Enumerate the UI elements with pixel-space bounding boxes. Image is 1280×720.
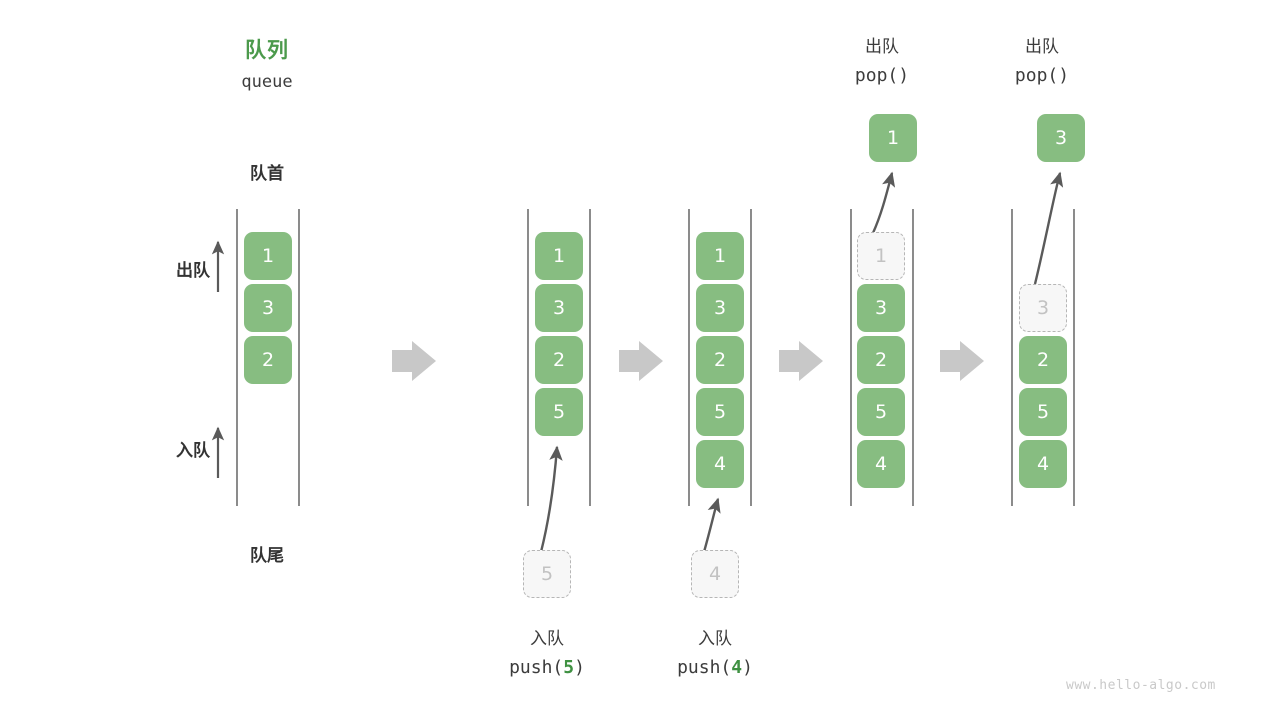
queue-cell: 2	[244, 336, 292, 384]
dequeue-direction-label: 出队	[176, 261, 210, 281]
push-4-op-label: 入队	[698, 629, 732, 649]
push-4-fn: push(	[677, 657, 732, 678]
pop-1-op-code: pop()	[854, 65, 910, 86]
queue-cell: 3	[1019, 284, 1067, 332]
watermark: www.hello-algo.com	[1066, 678, 1216, 693]
queue-cell: 1	[244, 232, 292, 280]
queue-cell: 2	[857, 336, 905, 384]
queue-column-after-push-4: 1 3 2 5 4	[696, 232, 744, 488]
queue-cell: 5	[1019, 388, 1067, 436]
queue-column-after-pop-3: 3 2 5 4	[1019, 232, 1067, 488]
push-5-arg: 5	[563, 657, 575, 678]
enqueue-direction-label: 入队	[176, 441, 210, 461]
queue-cell: 1	[696, 232, 744, 280]
queue-cell-empty	[1019, 232, 1067, 280]
queue-cell: 1	[535, 232, 583, 280]
diagram-title-en: queue	[241, 72, 293, 92]
pop-1-arrow	[871, 171, 896, 234]
queue-column-after-pop-1: 1 3 2 5 4	[857, 232, 905, 488]
queue-cell: 5	[857, 388, 905, 436]
pop-1-op-label: 出队	[865, 37, 899, 57]
popped-element-3: 3	[1037, 114, 1085, 162]
popped-element-1: 1	[869, 114, 917, 162]
diagram-title-cn: 队列	[245, 38, 289, 62]
queue-cell: 4	[1019, 440, 1067, 488]
front-label: 队首	[250, 164, 284, 184]
pop-3-op-code: pop()	[1014, 65, 1070, 86]
queue-cell: 2	[696, 336, 744, 384]
queue-column-initial: 1 3 2	[244, 232, 292, 384]
incoming-element-4: 4	[691, 550, 739, 598]
queue-cell: 4	[857, 440, 905, 488]
queue-cell: 3	[857, 284, 905, 332]
push-5-op-code: push(5)	[467, 657, 627, 678]
incoming-element-5: 5	[523, 550, 571, 598]
push-5-fn: push(	[509, 657, 564, 678]
queue-cell: 3	[244, 284, 292, 332]
pop-3-op-label: 出队	[1025, 37, 1059, 57]
step-arrow-icon	[619, 341, 663, 381]
queue-cell: 5	[696, 388, 744, 436]
step-arrow-icon	[392, 341, 436, 381]
push-4-paren: )	[742, 657, 753, 678]
push-4-arg: 4	[731, 657, 743, 678]
push-5-arrow	[539, 445, 563, 553]
queue-cell: 2	[1019, 336, 1067, 384]
queue-rails	[236, 209, 1075, 506]
queue-cell: 3	[535, 284, 583, 332]
queue-cell: 2	[535, 336, 583, 384]
queue-cell: 1	[857, 232, 905, 280]
push-4-op-code: push(4)	[635, 657, 795, 678]
push-4-arrow	[702, 497, 721, 553]
queue-cell: 5	[535, 388, 583, 436]
push-5-paren: )	[574, 657, 585, 678]
rear-label: 队尾	[250, 546, 284, 566]
queue-cell: 3	[696, 284, 744, 332]
queue-column-after-push-5: 1 3 2 5	[535, 232, 583, 436]
push-5-op-label: 入队	[530, 629, 564, 649]
step-arrow-icon	[779, 341, 823, 381]
step-arrow-icon	[940, 341, 984, 381]
queue-cell: 4	[696, 440, 744, 488]
